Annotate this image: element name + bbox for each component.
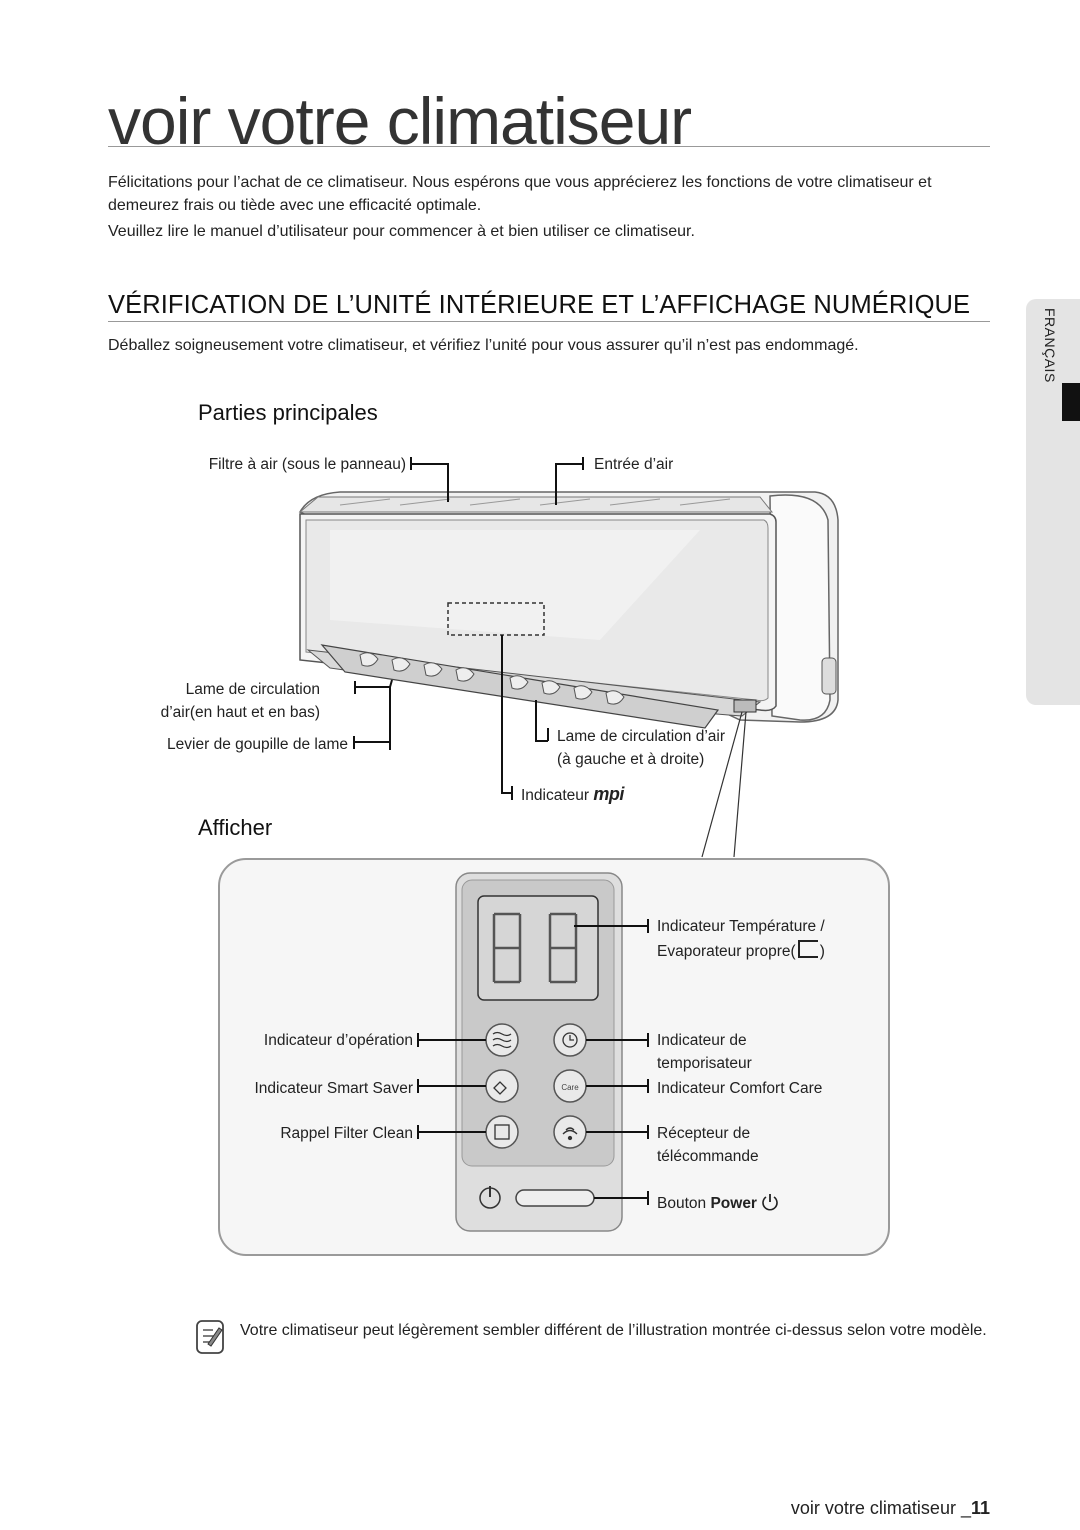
remote-receiver-label-2: télécommande bbox=[657, 1148, 759, 1165]
timer-indicator-label-2: temporisateur bbox=[657, 1055, 752, 1072]
vertical-blade-label-2: d’air(en haut et en bas) bbox=[160, 704, 320, 721]
section-heading: VÉRIFICATION DE L’UNITÉ INTÉRIEURE ET L’… bbox=[108, 291, 971, 319]
blade-pin-lever-label: Levier de goupille de lame bbox=[167, 736, 348, 753]
filter-clean-label: Rappel Filter Clean bbox=[280, 1125, 413, 1142]
clean-evaporator-icon bbox=[797, 940, 818, 958]
note-text: Votre climatiseur peut légèrement semble… bbox=[240, 1322, 987, 1339]
side-tab-marker bbox=[1062, 383, 1080, 421]
smart-saver-label: Indicateur Smart Saver bbox=[254, 1080, 413, 1097]
remote-receiver-label-1: Récepteur de bbox=[657, 1125, 751, 1142]
power-icon bbox=[762, 1194, 779, 1211]
note-icon bbox=[196, 1320, 224, 1354]
timer-indicator-label-1: Indicateur de bbox=[657, 1032, 747, 1049]
intro-paragraph-2: Veuillez lire le manuel d’utilisateur po… bbox=[108, 223, 695, 240]
air-inlet-label: Entrée d’air bbox=[594, 456, 674, 473]
page-title: voir votre climatiseur bbox=[108, 84, 692, 158]
comfort-care-label: Indicateur Comfort Care bbox=[657, 1080, 823, 1097]
page-number: 11 bbox=[970, 1498, 990, 1518]
operation-indicator-label: Indicateur d’opération bbox=[263, 1032, 413, 1049]
svg-text:Care: Care bbox=[561, 1083, 579, 1092]
mpi-indicator-label: Indicateur mpi bbox=[521, 784, 624, 805]
section-intro: Déballez soigneusement votre climatiseur… bbox=[108, 337, 859, 354]
filter-label: Filtre à air (sous le panneau) bbox=[208, 456, 406, 473]
section-rule bbox=[108, 321, 990, 322]
horizontal-blade-label-1: Lame de circulation d’air bbox=[557, 728, 726, 745]
control-panel-illustration: Care bbox=[417, 872, 649, 1232]
indoor-unit-illustration bbox=[298, 457, 839, 858]
parts-heading: Parties principales bbox=[198, 400, 378, 425]
mpi-logo: mpi bbox=[593, 784, 624, 804]
page-footer: voir votre climatiseur _11 bbox=[790, 1498, 990, 1518]
temp-indicator-label-2: Evaporateur propre() bbox=[657, 940, 825, 961]
vertical-blade-label-1: Lame de circulation bbox=[185, 681, 320, 698]
intro-paragraph-1: Félicitations pour l’achat de ce climati… bbox=[108, 174, 932, 214]
horizontal-blade-label-2: (à gauche et à droite) bbox=[557, 751, 705, 768]
power-button-label: Bouton Power bbox=[657, 1193, 779, 1213]
language-tab-label: FRANÇAIS bbox=[1042, 308, 1058, 383]
language-side-tab bbox=[1026, 299, 1080, 705]
temp-indicator-label-1: Indicateur Température / bbox=[657, 918, 825, 935]
display-heading: Afficher bbox=[198, 815, 273, 840]
title-rule bbox=[108, 146, 990, 147]
